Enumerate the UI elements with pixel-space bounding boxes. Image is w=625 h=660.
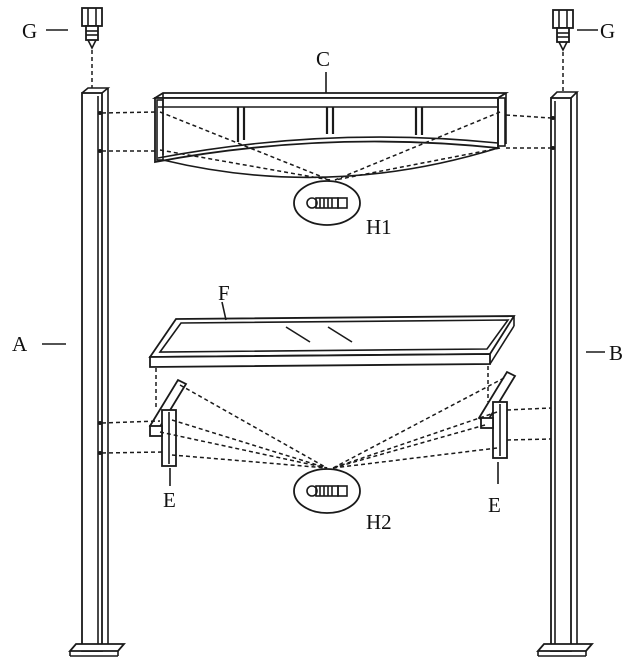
label-bracket-right: E [488, 493, 501, 517]
bracket-right [477, 370, 517, 459]
post-left [68, 87, 126, 657]
cap-left [81, 7, 103, 50]
label-hardware-top: H1 [366, 215, 392, 239]
label-cap-right: G [600, 19, 615, 43]
label-top-beam: C [316, 47, 330, 71]
label-cap-left: G [22, 19, 37, 43]
label-hardware-bottom: H2 [366, 510, 392, 534]
post-right [536, 91, 594, 657]
bracket-left [148, 378, 188, 467]
label-shelf: F [218, 281, 230, 305]
label-bracket-left: E [163, 488, 176, 512]
top-beam [151, 92, 510, 179]
shelf [148, 315, 516, 368]
hardware-h1 [293, 180, 361, 226]
cap-right [552, 9, 574, 52]
label-post-right: B [609, 341, 623, 365]
label-post-left: A [12, 332, 28, 356]
hardware-h2 [293, 468, 361, 514]
